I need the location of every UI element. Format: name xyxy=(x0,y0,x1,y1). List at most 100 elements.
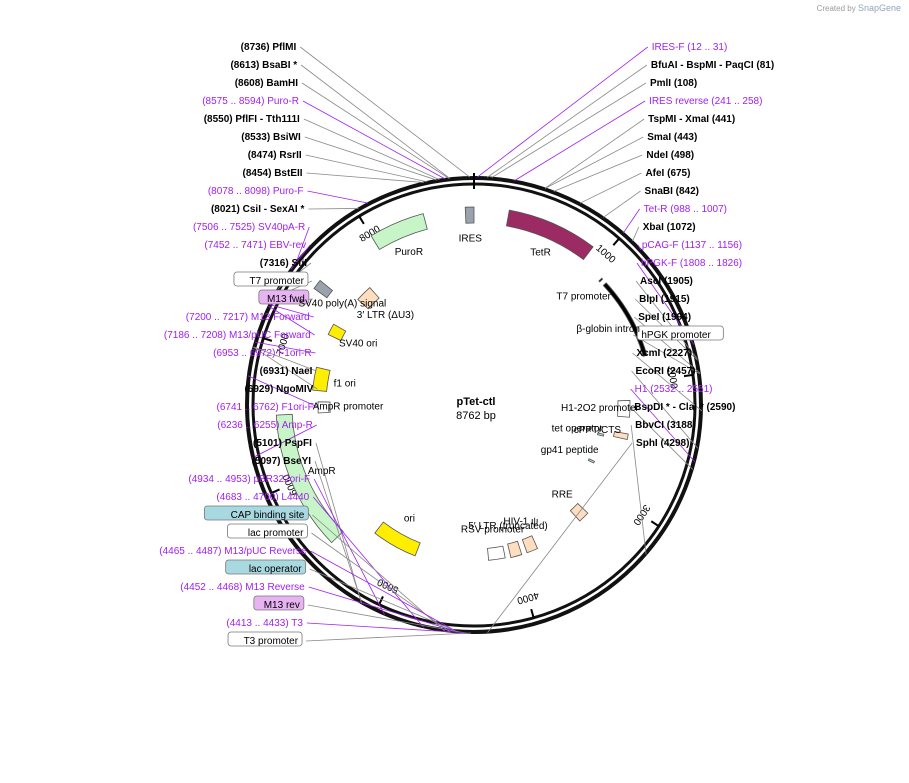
site-label-sfii[interactable]: (7316) SfiI xyxy=(260,258,307,269)
feature-box-t7-promoter[interactable] xyxy=(233,271,309,287)
site-label-asci[interactable]: AscI (1905) xyxy=(640,276,693,287)
feature-ires[interactable] xyxy=(464,206,475,224)
ruler-tick-4000 xyxy=(530,608,535,619)
site-label-t3-promoter[interactable]: T3 promoter xyxy=(244,636,299,647)
leader-amp-r xyxy=(252,424,318,459)
site-label-bfuai-bspmi-paqci[interactable]: BfuAI - BspMI - PaqCI (81) xyxy=(651,60,774,71)
inner-label-5-ltr-truncated: 5′ LTR (truncated) xyxy=(468,521,548,532)
site-label-tspmi-xmai[interactable]: TspMI - XmaI (441) xyxy=(648,114,735,125)
site-label-m13-puc-reverse[interactable]: (4465 .. 4487) M13/pUC Reverse xyxy=(159,546,307,557)
site-label-tet-r[interactable]: Tet-R (988 .. 1007) xyxy=(644,204,727,215)
site-label-hpgk-promoter[interactable]: hPGK promoter xyxy=(641,330,711,341)
site-label-pcag-f[interactable]: pCAG-F (1137 .. 1156) xyxy=(642,240,742,251)
feature-h1-2o2-promoter[interactable] xyxy=(617,400,631,418)
site-label-csii-sexai[interactable]: (8021) CsiI - SexAI * xyxy=(211,204,304,215)
site-label-bseyi[interactable]: (5097) BseYI xyxy=(252,456,312,467)
snapgene-logo: SnapGene xyxy=(857,3,901,13)
ruler-tick-5000 xyxy=(378,596,384,606)
site-label-pmli[interactable]: PmlI (108) xyxy=(650,78,697,89)
site-label-bbvci[interactable]: BbvCI (3188) xyxy=(635,420,696,431)
site-label-pflmi[interactable]: (8736) PflMI xyxy=(241,42,297,53)
site-label-blpi[interactable]: BlpI (1915) xyxy=(639,294,690,305)
site-label-ndei[interactable]: NdeI (498) xyxy=(646,150,694,161)
site-label-sv40pa-r[interactable]: (7506 .. 7525) SV40pA-R xyxy=(193,222,305,233)
site-label-m13-rev[interactable]: M13 rev xyxy=(264,600,300,611)
site-label-snabi[interactable]: SnaBI (842) xyxy=(645,186,699,197)
site-label-naei[interactable]: (6931) NaeI xyxy=(260,366,313,377)
feature-box-lac-operator[interactable] xyxy=(225,559,307,575)
site-label-l4440[interactable]: (4683 .. 4700) L4440 xyxy=(216,492,309,503)
feature-box-m13-fwd[interactable] xyxy=(258,289,310,305)
feature-box-lac-promoter[interactable] xyxy=(227,523,308,539)
feature-t7-promoter[interactable] xyxy=(598,277,604,283)
site-label-m13-reverse[interactable]: (4452 .. 4468) M13 Reverse xyxy=(180,582,305,593)
site-label-m13-fwd[interactable]: M13 fwd xyxy=(267,294,305,305)
feature-hiv-1[interactable] xyxy=(521,535,539,554)
feature-rsv-promoter[interactable] xyxy=(487,545,506,561)
site-label-pspfi[interactable]: (5101) PspFI xyxy=(253,438,312,449)
site-label-ngomiv[interactable]: (6929) NgoMIV xyxy=(244,384,313,395)
site-label-ires-f[interactable]: IRES-F (12 .. 31) xyxy=(652,42,728,53)
site-label-bsteii[interactable]: (8454) BstEII xyxy=(243,168,303,179)
site-label-lac-promoter[interactable]: lac promoter xyxy=(248,528,304,539)
feature-box-cap-binding-site[interactable] xyxy=(203,505,309,521)
feature-cppt-cts[interactable] xyxy=(613,430,629,441)
feature-globin-intron[interactable] xyxy=(602,282,648,357)
leader-rsrii xyxy=(305,154,428,183)
site-label-ebv-rev[interactable]: (7452 .. 7471) EBV-rev xyxy=(204,240,306,251)
site-label-puro-f[interactable]: (8078 .. 8098) Puro-F xyxy=(208,186,304,197)
feature-f1-ori[interactable] xyxy=(312,366,331,392)
feature-5-ltr-truncated[interactable] xyxy=(507,540,523,559)
site-label-puro-r[interactable]: (8575 .. 8594) Puro-R xyxy=(202,96,299,107)
feature-puror[interactable] xyxy=(370,213,428,251)
site-label-sphi[interactable]: SphI (4298) xyxy=(636,438,689,449)
feature-tet-operator[interactable] xyxy=(596,432,605,437)
leader-puro-r xyxy=(302,100,446,180)
feature-box-t3-promoter[interactable] xyxy=(227,631,303,647)
site-label-bsabi[interactable]: (8613) BsaBI * xyxy=(230,60,297,71)
feature-box-m13-rev[interactable] xyxy=(253,595,305,611)
site-label-m13-puc-forward[interactable]: (7186 .. 7208) M13/pUC Forward xyxy=(164,330,311,341)
site-label-ecori[interactable]: EcoRI (2457) xyxy=(636,366,696,377)
leader-asci xyxy=(635,280,698,359)
ruler-label-3000: 3000 xyxy=(630,502,652,527)
site-label-spei[interactable]: SpeI (1994) xyxy=(638,312,691,323)
site-label-lac-operator[interactable]: lac operator xyxy=(249,564,302,575)
site-label-h1[interactable]: H1 (2532 .. 2551) xyxy=(635,384,713,395)
feature-box-hpgk-promoter[interactable] xyxy=(636,325,724,341)
site-label-bspdi-clai[interactable]: BspDI * - ClaI * (2590) xyxy=(634,402,735,413)
ruler-tick-7000 xyxy=(263,337,273,342)
feature-sv40-ori[interactable] xyxy=(327,323,347,342)
site-label-pbr322ori-f[interactable]: (4934 .. 4953) pBR322ori-F xyxy=(188,474,310,485)
site-label-amp-r[interactable]: (6236 .. 6255) Amp-R xyxy=(217,420,313,431)
site-label-cap-binding-site[interactable]: CAP binding site xyxy=(231,510,305,521)
site-label-ires-reverse[interactable]: IRES reverse (241 .. 258) xyxy=(649,96,762,107)
inner-label-3-ltr-u3: 3′ LTR (ΔU3) xyxy=(357,310,414,321)
site-label-afei[interactable]: AfeI (675) xyxy=(645,168,690,179)
feature-ampr-promoter[interactable] xyxy=(317,401,331,414)
site-label-bsiwi[interactable]: (8533) BsiWI xyxy=(241,132,301,143)
site-label-bamhi[interactable]: (8608) BamHI xyxy=(235,78,299,89)
site-label-smai[interactable]: SmaI (443) xyxy=(647,132,697,143)
site-label-f1ori-r[interactable]: (6953 .. 6972) F1ori-R xyxy=(213,348,311,359)
leader-bsteii xyxy=(306,172,425,183)
feature-ori[interactable] xyxy=(374,521,421,557)
site-label-t7-promoter[interactable]: T7 promoter xyxy=(249,276,304,287)
site-label-pflfi-tth111i[interactable]: (8550) PflFI - Tth111I xyxy=(204,114,300,125)
site-label-xbai[interactable]: XbaI (1072) xyxy=(643,222,696,233)
leader-pmli xyxy=(491,82,647,179)
site-label-t3[interactable]: (4413 .. 4433) T3 xyxy=(226,618,303,629)
inner-label-sv40-ori: SV40 ori xyxy=(339,338,377,349)
leader-tspmi-xmai xyxy=(544,118,645,189)
site-label-m13-forward[interactable]: (7200 .. 7217) M13 Forward xyxy=(186,312,310,323)
feature-sv40-poly-a-signal[interactable] xyxy=(313,279,334,299)
site-label-hpgk-f[interactable]: hPGK-F (1808 .. 1826) xyxy=(641,258,742,269)
site-label-xcmi[interactable]: XcmI (2227) xyxy=(636,348,692,359)
feature-tetr[interactable] xyxy=(505,209,594,261)
site-label-rsrii[interactable]: (8474) RsrII xyxy=(248,150,302,161)
leader-t3-promoter xyxy=(306,632,471,642)
feature-3-ltr-u3[interactable] xyxy=(357,286,380,310)
site-label-f1ori-f[interactable]: (6741 .. 6762) F1ori-F xyxy=(216,402,313,413)
feature-gp41-peptide[interactable] xyxy=(587,458,596,464)
